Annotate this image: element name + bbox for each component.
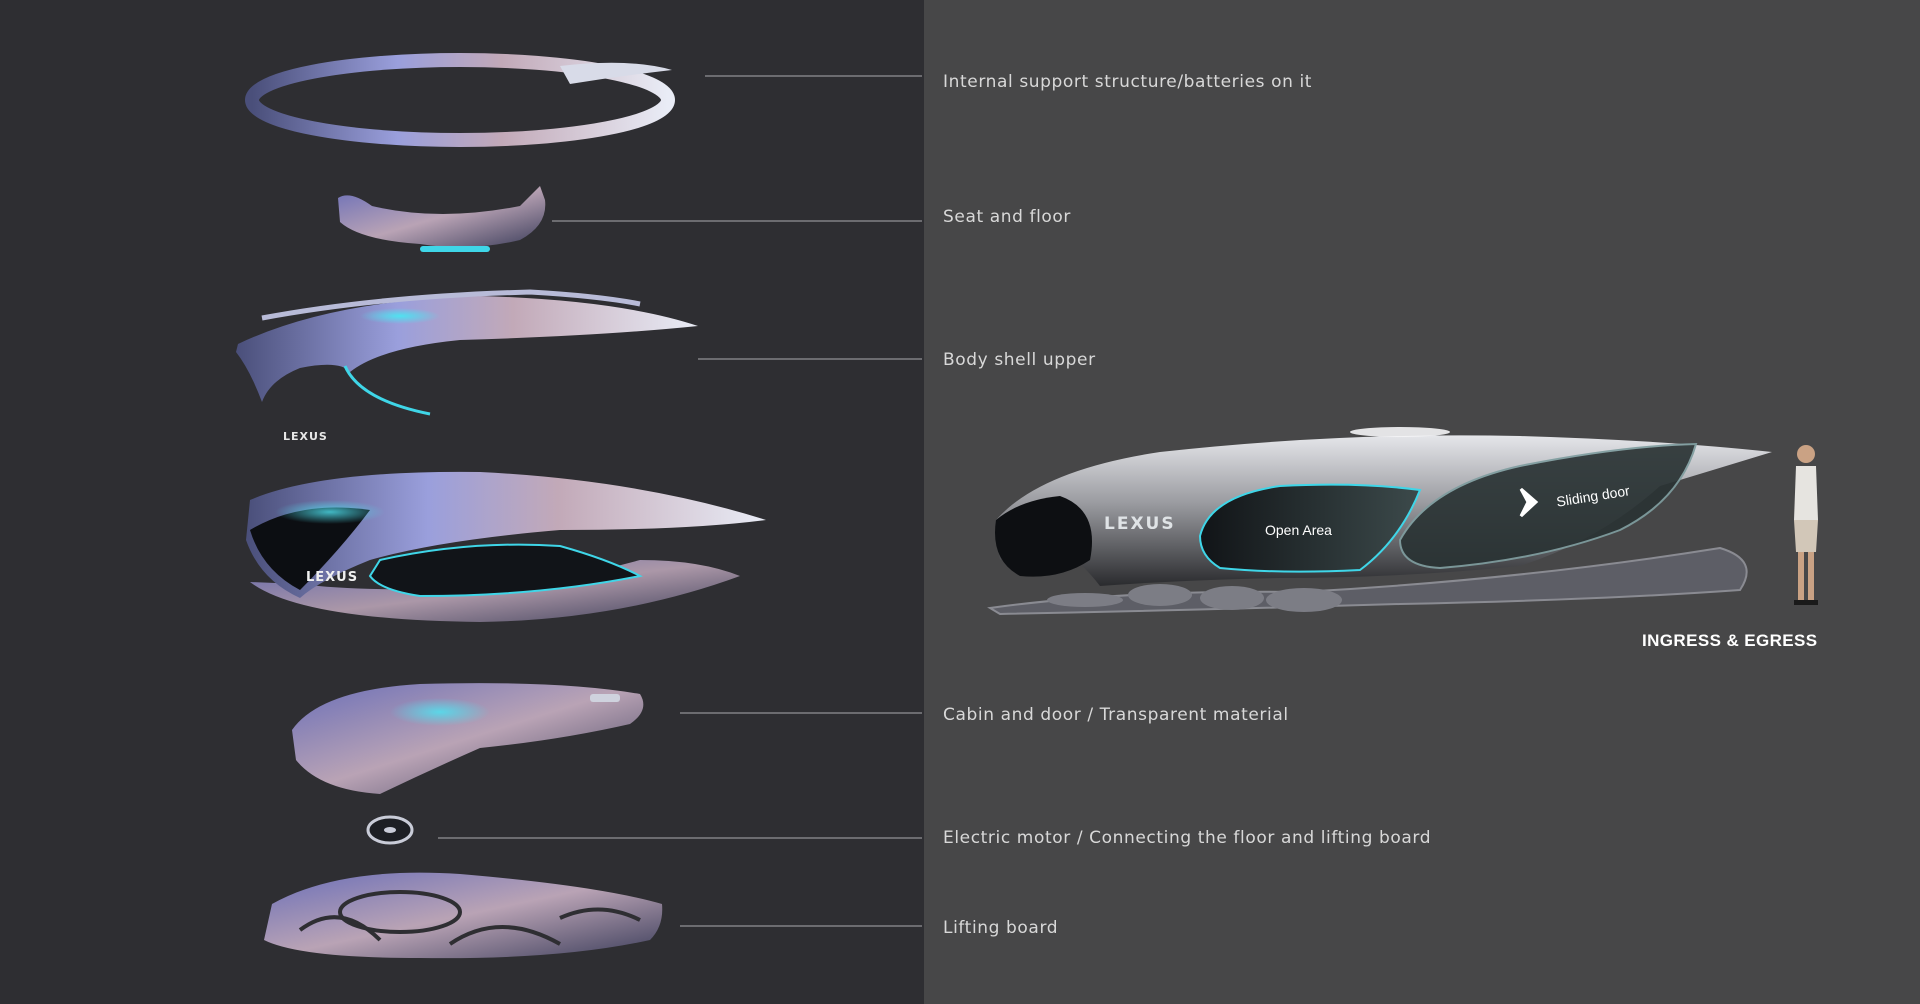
body-shell-upper-part xyxy=(236,289,698,416)
label-seat-floor: Seat and floor xyxy=(943,207,1072,227)
seat-floor-part xyxy=(338,186,546,252)
lexus-logo-side: LEXUS xyxy=(1104,514,1176,534)
label-body-shell-upper: Body shell upper xyxy=(943,350,1096,370)
cabin-door-part xyxy=(292,683,644,794)
support-structure-part xyxy=(245,53,675,147)
lexus-logo-small: LEXUS xyxy=(283,430,328,443)
side-view-car-render xyxy=(987,427,1772,616)
open-area-label: Open Area xyxy=(1265,522,1332,538)
leader-lines xyxy=(438,75,922,927)
label-cabin-door: Cabin and door / Transparent material xyxy=(943,705,1289,725)
electric-motor-part xyxy=(366,815,414,845)
human-figure xyxy=(1794,445,1818,605)
label-electric-motor: Electric motor / Connecting the floor an… xyxy=(943,828,1432,848)
assembled-car-render xyxy=(246,471,766,622)
ingress-egress-caption: INGRESS & EGRESS xyxy=(1642,631,1818,650)
label-support-structure: Internal support structure/batteries on … xyxy=(943,72,1313,92)
lifting-board-part xyxy=(264,872,663,959)
lexus-logo-car: LEXUS xyxy=(306,570,358,585)
label-lifting-board: Lifting board xyxy=(943,918,1059,938)
